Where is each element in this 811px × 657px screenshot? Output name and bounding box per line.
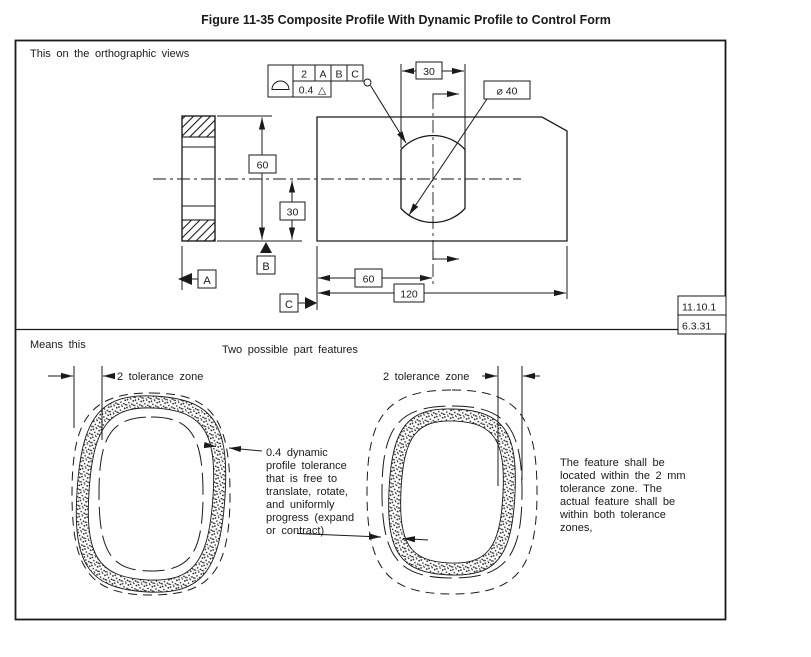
fcf-datum-a: A <box>319 69 326 81</box>
hatch-band-top <box>181 115 216 138</box>
reference-1: 11.10.1 <box>682 302 716 314</box>
front-view <box>316 96 568 284</box>
jog-arrow-top <box>432 90 459 101</box>
callout-line: profile tolerance <box>266 460 347 472</box>
actual-feature-band <box>75 395 227 593</box>
dimension-box <box>279 201 306 221</box>
reference-2: 6.3.31 <box>682 321 711 333</box>
feature-control-frame: 2 A B C 0.4 △ <box>267 64 407 144</box>
dim-part-height: 60 <box>217 115 302 242</box>
callout-line: and uniformly <box>266 499 335 511</box>
outer-tolerance-boundary <box>366 389 538 595</box>
datum-feature-b: B <box>256 242 276 275</box>
jog-arrow-bottom <box>432 250 459 263</box>
dimension-box <box>354 268 383 288</box>
dim-part-width-value: 120 <box>400 289 418 301</box>
upper-note: This on the orthographic views <box>30 48 190 60</box>
datum-a-label: A <box>203 275 211 287</box>
note-line: actual feature shall be <box>560 496 675 508</box>
orthographic-views-panel: This on the orthographic views A 60 <box>30 48 727 335</box>
diameter-leader <box>408 98 488 216</box>
means-this-panel: Means this Two possible part features 2 … <box>30 339 686 596</box>
callout-line: progress (expand <box>266 512 354 524</box>
dim-hole-flats-value: 30 <box>423 66 435 78</box>
dimension-box <box>483 80 531 100</box>
datum-a-triangle-icon <box>178 273 192 285</box>
callout-leader-left-inner <box>203 441 217 449</box>
dim-center-height: 30 <box>279 180 306 240</box>
callout-leader-right-inner <box>402 536 429 543</box>
dimension-box <box>248 154 277 174</box>
actual-feature-band <box>388 408 516 576</box>
datum-feature-a: A <box>178 246 217 290</box>
callout-line: or contract) <box>266 525 324 537</box>
means-this-label: Means this <box>30 339 86 351</box>
dim-hole-position-value: 60 <box>363 274 375 286</box>
fcf-lower-tolerance: 0.4 <box>299 85 314 97</box>
inner-tolerance-boundary <box>98 416 204 572</box>
callout-leader-left <box>228 445 263 453</box>
note-line: within both tolerance <box>559 509 666 521</box>
dim-hole-diameter-value: ⌀ 40 <box>497 86 518 98</box>
figure-title: Figure 11-35 Composite Profile With Dyna… <box>201 13 611 27</box>
note-line: located within the 2 mm <box>560 470 686 482</box>
hole-outline <box>400 134 466 224</box>
note-line: tolerance zone. The <box>560 483 662 495</box>
datum-b-triangle-icon <box>260 242 272 253</box>
dim-hole-position: 60 <box>316 246 459 310</box>
note-line: zones, <box>560 522 592 534</box>
dim-hole-diameter: ⌀ 40 <box>408 80 531 216</box>
callout-line: translate, rotate, <box>266 486 348 498</box>
hatch-band-bottom <box>181 219 216 242</box>
zone-label-left-text: 2 tolerance zone <box>117 371 203 383</box>
front-view-outline <box>316 116 568 242</box>
callout-line: 0.4 dynamic <box>266 447 328 459</box>
reference-box <box>677 314 727 335</box>
fcf-leader <box>370 85 407 144</box>
part-feature-left <box>71 392 231 596</box>
dimension-box <box>415 61 443 80</box>
fcf-datum-b: B <box>335 69 342 81</box>
callout-line: that is free to <box>266 473 337 485</box>
outer-tolerance-boundary <box>71 392 231 596</box>
datum-c-label: C <box>285 299 293 311</box>
callout-leader-right <box>296 533 382 540</box>
datum-b-box <box>256 255 276 275</box>
profile-of-surface-icon <box>271 80 290 90</box>
dynamic-profile-modifier-icon: △ <box>318 85 327 97</box>
fcf-datum-c: C <box>351 69 359 81</box>
note-line: The feature shall be <box>560 457 665 469</box>
datum-c-triangle-icon <box>305 297 317 309</box>
side-view-outline <box>181 115 216 242</box>
datum-a-box <box>197 269 217 289</box>
two-possible-features-label: Two possible part features <box>222 344 358 356</box>
dim-hole-flats: 30 <box>400 61 466 149</box>
dynamic-profile-callout: 0.4 dynamic profile tolerance that is fr… <box>203 441 429 543</box>
part-feature-right <box>366 389 538 595</box>
dim-part-height-value: 60 <box>257 160 269 172</box>
datum-feature-c: C <box>279 293 317 313</box>
inner-tolerance-boundary <box>381 405 523 579</box>
side-view <box>181 115 216 242</box>
datum-b-label: B <box>262 261 269 273</box>
dimension-box <box>393 283 425 303</box>
zone-label-right-text: 2 tolerance zone <box>383 371 469 383</box>
paragraph-references: 11.10.1 6.3.31 <box>677 295 727 335</box>
fcf-leader-circle <box>363 78 372 87</box>
feature-note: The feature shall be located within the … <box>559 457 686 534</box>
dim-center-height-value: 30 <box>287 207 299 219</box>
fcf-upper-tolerance: 2 <box>301 69 307 81</box>
dim-part-width: 120 <box>318 246 568 303</box>
